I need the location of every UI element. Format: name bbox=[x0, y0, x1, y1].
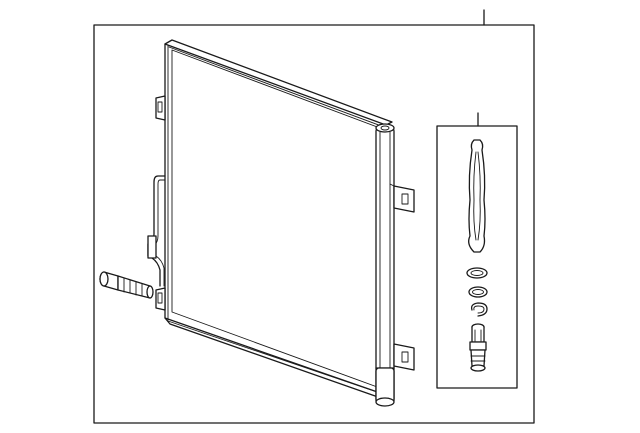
main-frame bbox=[93, 24, 535, 424]
lower-left-bracket bbox=[155, 287, 166, 311]
desiccant-bag bbox=[468, 139, 486, 253]
kit-frame bbox=[436, 125, 518, 389]
filter-plug bbox=[469, 323, 487, 372]
snap-ring bbox=[470, 302, 488, 317]
receiver-drier-tank bbox=[375, 123, 395, 407]
upper-right-bracket bbox=[389, 183, 415, 213]
o-ring-1 bbox=[466, 267, 488, 279]
upper-left-bracket bbox=[155, 95, 166, 121]
condenser-core bbox=[164, 43, 387, 396]
condenser-assembly bbox=[147, 39, 415, 407]
condenser-top-rail bbox=[164, 39, 393, 126]
lower-right-bracket bbox=[393, 343, 415, 371]
refrigerant-line bbox=[147, 175, 166, 287]
line-clamp bbox=[147, 235, 157, 259]
service-valve-fitting bbox=[99, 271, 154, 299]
o-ring-2 bbox=[468, 286, 488, 298]
